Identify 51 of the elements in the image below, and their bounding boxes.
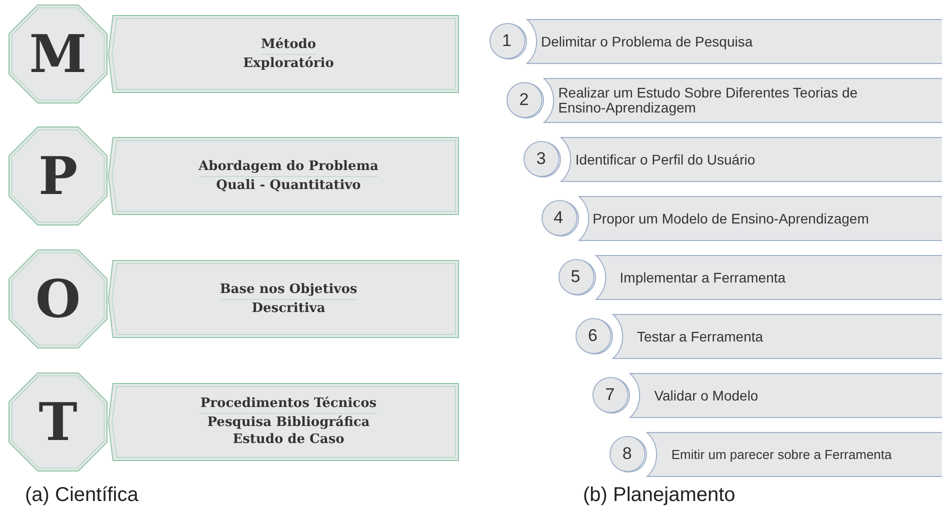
step-number: 8 bbox=[622, 445, 632, 462]
banner-heading: Base nos Objetivos bbox=[220, 280, 358, 300]
step-text: Identificar o Perfil do Usuário bbox=[575, 152, 756, 168]
step-number: 6 bbox=[588, 327, 598, 344]
step-text: Realizar um Estudo Sobre Diferentes Teorias de Ensino-Aprendizagem bbox=[558, 85, 859, 116]
number-circle bbox=[506, 81, 544, 119]
banner bbox=[108, 260, 459, 338]
banner bbox=[108, 15, 459, 93]
letter: T bbox=[38, 397, 78, 449]
step-number: 4 bbox=[554, 209, 564, 226]
letter: O bbox=[34, 274, 82, 326]
step-text: Testar a Ferramenta bbox=[637, 328, 764, 344]
step-bar bbox=[544, 78, 942, 123]
step-text: Delimitar o Problema de Pesquisa bbox=[541, 34, 754, 50]
step-text: Implementar a Ferramenta bbox=[620, 270, 787, 286]
panel-caption: (b) Planejamento bbox=[583, 484, 736, 507]
number-circle bbox=[523, 140, 562, 178]
step-bar bbox=[596, 255, 942, 300]
step-number: 7 bbox=[605, 386, 615, 403]
number-circle bbox=[540, 199, 579, 237]
step-bar bbox=[613, 314, 942, 359]
banner bbox=[108, 383, 459, 461]
step-bar bbox=[578, 196, 942, 241]
banner-text: Descritiva bbox=[252, 300, 326, 318]
number-circle bbox=[592, 376, 630, 414]
number-circle bbox=[489, 22, 527, 60]
banner-text: Pesquisa Bibliográfica bbox=[207, 414, 370, 432]
letter: M bbox=[28, 29, 88, 81]
number-circle bbox=[575, 317, 613, 355]
banner-heading: Abordagem do Problema bbox=[198, 158, 378, 176]
step-bar bbox=[630, 373, 942, 418]
letter: P bbox=[37, 151, 79, 203]
banner-text: Quali - Quantitativo bbox=[216, 176, 361, 194]
step-text: Validar o Modelo bbox=[654, 388, 760, 404]
banner-heading: Método bbox=[260, 36, 316, 54]
step-bar bbox=[527, 19, 942, 64]
step-text: Propor um Modelo de Ensino-Aprendizagem bbox=[592, 210, 870, 226]
step-bar bbox=[561, 137, 942, 182]
number-circle bbox=[609, 435, 648, 473]
banner bbox=[108, 137, 459, 215]
panel-caption: (a) Científica bbox=[25, 484, 138, 507]
banner-text: Exploratório bbox=[243, 54, 334, 72]
step-number: 5 bbox=[570, 268, 580, 285]
banner-text: Estudo de Caso bbox=[232, 431, 344, 449]
step-bar bbox=[647, 432, 942, 477]
step-number: 2 bbox=[519, 91, 529, 108]
step-text: Emitir um parecer sobre a Ferramenta bbox=[671, 447, 893, 462]
number-circle bbox=[558, 258, 596, 296]
banner-heading: Procedimentos Técnicos bbox=[200, 395, 377, 414]
step-number: 3 bbox=[536, 150, 546, 167]
step-number: 1 bbox=[502, 32, 512, 49]
